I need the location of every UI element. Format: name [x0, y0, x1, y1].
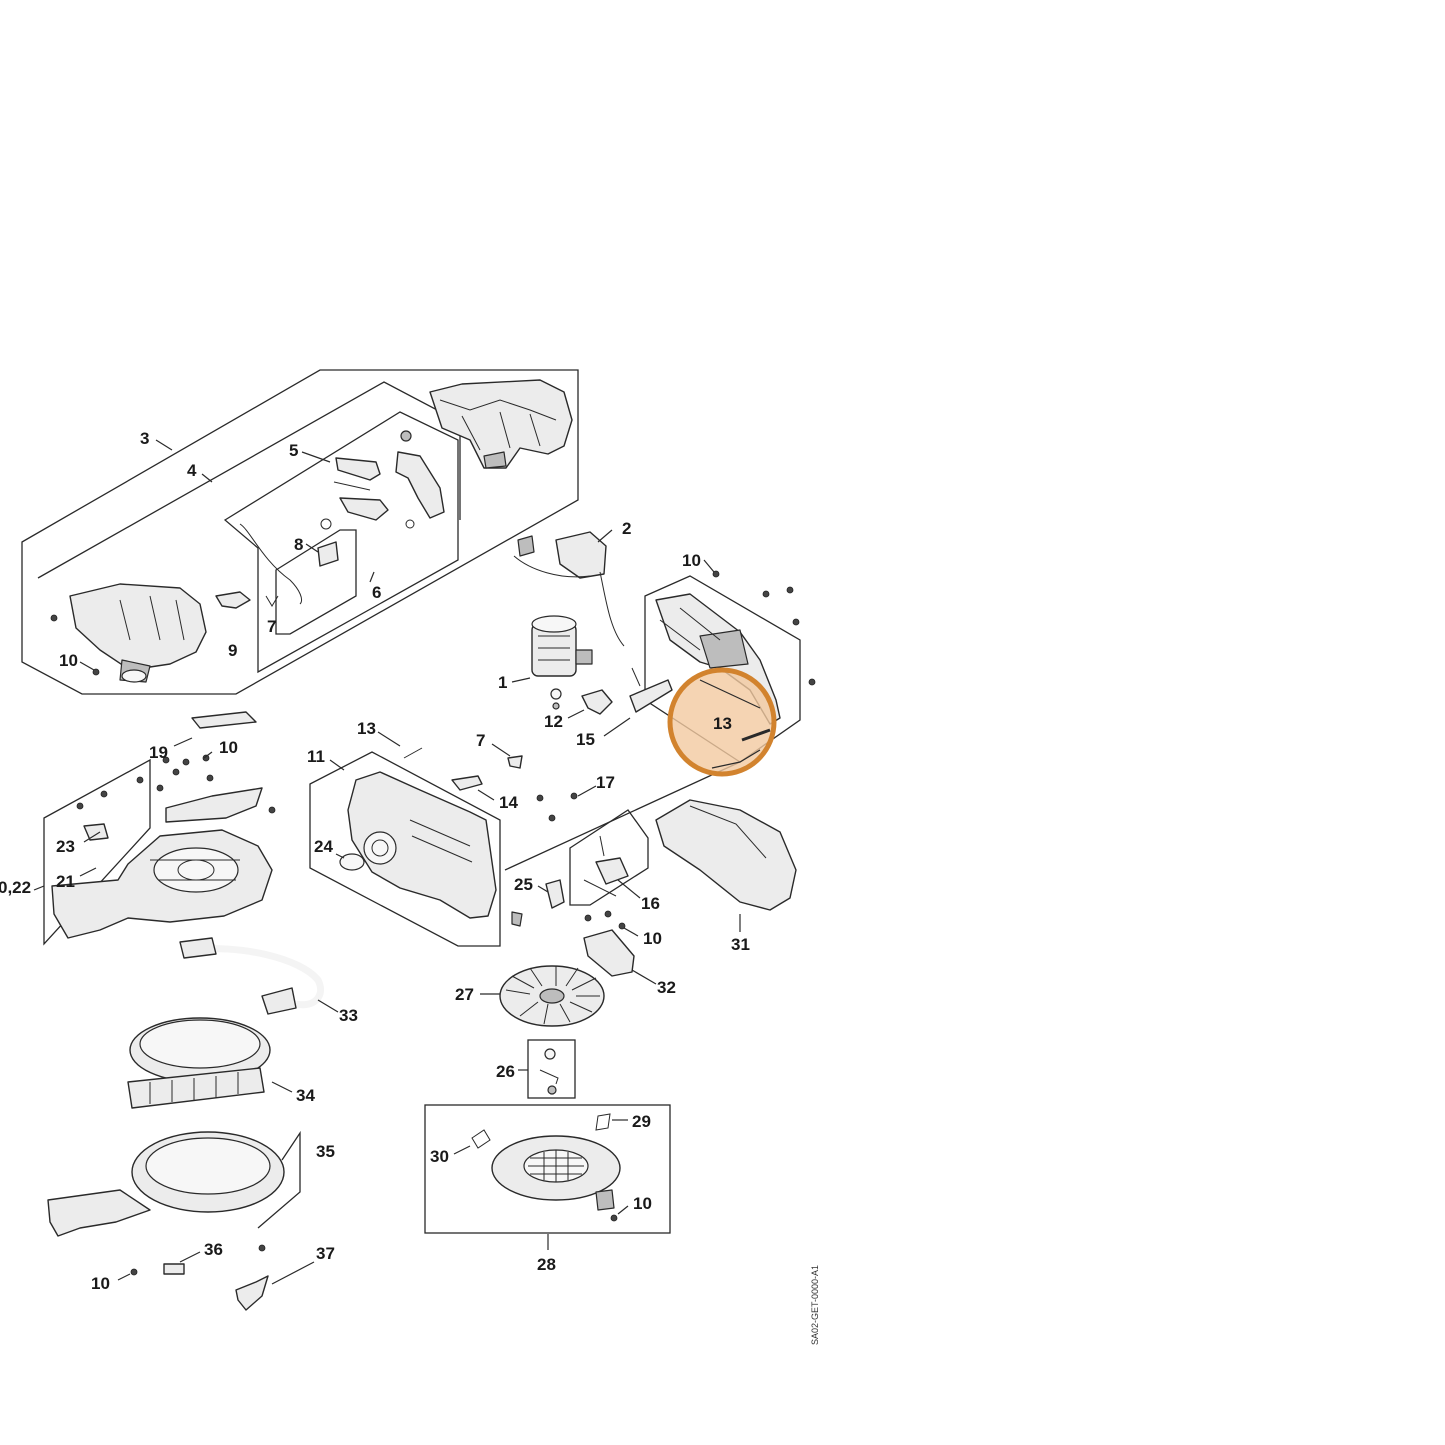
callout-37[interactable]: 37 [316, 1244, 335, 1263]
frame-group-26 [527, 1039, 576, 1099]
terminal-15-part [629, 667, 673, 713]
callout-33[interactable]: 33 [339, 1006, 358, 1025]
callout-23[interactable]: 23 [56, 837, 75, 856]
callout-10-filter[interactable]: 10 [633, 1194, 652, 1213]
callout-labels: 3 4 5 6 7 8 9 10 2 10 1 12 15 13 19 10 1… [0, 429, 750, 1293]
callout-10-mid[interactable]: 10 [219, 738, 238, 757]
highlight-circle[interactable] [667, 667, 777, 777]
switch-8-part [239, 523, 339, 605]
frame-group-11 [309, 751, 501, 947]
callout-24[interactable]: 24 [314, 837, 333, 856]
callout-13[interactable]: 13 [357, 719, 376, 738]
frame-group-35 [257, 1130, 301, 1229]
callout-26[interactable]: 26 [496, 1062, 515, 1081]
lock-16-part [583, 835, 629, 897]
housing-11-part [347, 771, 497, 919]
clip-7b-part [507, 755, 523, 769]
motor-1-part [531, 615, 593, 710]
callout-32[interactable]: 32 [657, 978, 676, 997]
deflector-37-part [235, 1275, 269, 1311]
drawing-code: SA02-GET-0000-A1 [810, 1265, 820, 1345]
intake-grille-28-part [491, 1135, 621, 1211]
frame-group-28 [424, 1104, 671, 1234]
callout-3[interactable]: 3 [140, 429, 149, 448]
switch-lever-part [320, 430, 445, 530]
bracket-9-part [215, 591, 251, 609]
callout-21[interactable]: 21 [56, 872, 75, 891]
callout-29[interactable]: 29 [632, 1112, 651, 1131]
callout-15[interactable]: 15 [576, 730, 595, 749]
label-23-part [83, 823, 109, 841]
callout-7[interactable]: 7 [476, 731, 485, 750]
callout-6[interactable]: 6 [372, 583, 381, 602]
pad-36-part [163, 1263, 185, 1275]
leader-lines [33, 439, 741, 1285]
fan-wheel-27-part [499, 965, 605, 1027]
callout-36[interactable]: 36 [204, 1240, 223, 1259]
label-24-part [339, 853, 365, 871]
fan-housing-35-part [47, 1131, 285, 1237]
frame-group-19 [43, 758, 151, 946]
callout-10-left[interactable]: 10 [59, 651, 78, 670]
callout-14[interactable]: 14 [499, 793, 518, 812]
label-19-part [191, 711, 257, 729]
callout-17[interactable]: 17 [596, 773, 615, 792]
highlight-marker[interactable] [667, 667, 777, 777]
screw-set [50, 570, 816, 1276]
frame-group-3 [21, 369, 579, 695]
callout-25[interactable]: 25 [514, 875, 533, 894]
ring-34-part [127, 1017, 271, 1109]
callout-20-22[interactable]: 0,22 [0, 878, 31, 897]
coupling-25-part [511, 879, 565, 927]
clip-7-part [265, 595, 279, 607]
callout-34[interactable]: 34 [296, 1086, 315, 1105]
spring-14-part [451, 775, 483, 791]
callout-30[interactable]: 30 [430, 1147, 449, 1166]
callout-19[interactable]: 19 [149, 743, 168, 762]
nut-26-part [539, 1048, 559, 1095]
callout-16[interactable]: 16 [641, 894, 660, 913]
callout-1[interactable]: 1 [498, 673, 507, 692]
spring-30-part [471, 1129, 491, 1149]
frame-group-16 [569, 809, 649, 906]
clip-29-part [595, 1113, 611, 1131]
callout-5[interactable]: 5 [289, 441, 298, 460]
callout-8[interactable]: 8 [294, 535, 303, 554]
frame-group-5 [223, 411, 459, 674]
handle-housing-part [429, 379, 573, 469]
callout-2[interactable]: 2 [622, 519, 631, 538]
housing-shell-part [69, 583, 207, 683]
callout-10-lock[interactable]: 10 [643, 929, 662, 948]
bracket-12-part [581, 689, 613, 715]
callout-7-top[interactable]: 7 [267, 617, 276, 636]
callout-9[interactable]: 9 [228, 641, 237, 660]
nozzle-cover-31-part [655, 799, 797, 911]
frame-group-4 [37, 381, 461, 579]
callout-31[interactable]: 31 [731, 935, 750, 954]
callout-11[interactable]: 11 [307, 747, 325, 766]
hose-33-part [179, 937, 324, 1015]
callout-13-highlighted[interactable]: 13 [713, 714, 732, 733]
callout-4[interactable]: 4 [187, 461, 197, 480]
decal-strip-part [165, 787, 263, 823]
fan-housing-21-part [51, 829, 273, 939]
frame-group-6 [275, 529, 357, 635]
pin-13-part [403, 747, 423, 759]
callout-28[interactable]: 28 [537, 1255, 556, 1274]
callout-35[interactable]: 35 [316, 1142, 335, 1161]
callout-10-bottom[interactable]: 10 [91, 1274, 110, 1293]
bracket-32-part [583, 929, 635, 977]
callout-27[interactable]: 27 [455, 985, 474, 1004]
cable-2-part [513, 531, 625, 647]
callout-10-top-right[interactable]: 10 [682, 551, 701, 570]
callout-12[interactable]: 12 [544, 712, 563, 731]
